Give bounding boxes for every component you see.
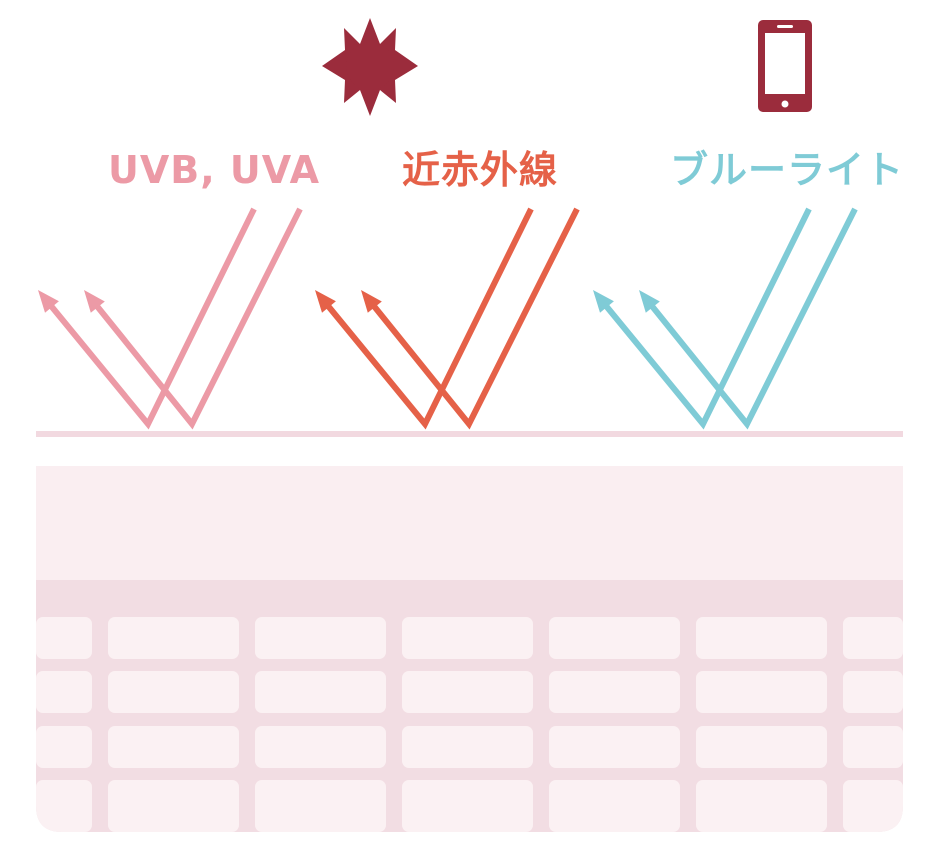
skin-cell — [255, 671, 386, 713]
skin-cell — [696, 617, 827, 659]
skin-cell — [549, 671, 680, 713]
uv-arrow-2 — [84, 207, 303, 430]
skin-surface-line — [36, 431, 903, 437]
near-infrared-arrow-2 — [361, 207, 580, 430]
uv-label: UVB, UVA — [108, 148, 320, 192]
blue-light-label: ブルーライト — [670, 148, 905, 192]
skin-cell — [36, 726, 92, 768]
near-infrared-label: 近赤外線 — [402, 148, 559, 192]
skin-cell — [402, 671, 533, 713]
skin-cell — [402, 726, 533, 768]
skin-cell — [402, 617, 533, 659]
blue-light-arrow-1 — [593, 207, 812, 430]
smartphone-icon — [758, 20, 812, 112]
uv-arrow-1 — [38, 207, 257, 430]
skin-cell — [696, 671, 827, 713]
skin-cell — [36, 671, 92, 713]
skin-cells — [36, 617, 903, 832]
skin-cell — [549, 617, 680, 659]
blue-light-arrow-2 — [639, 207, 858, 430]
reflection-arrows — [38, 207, 858, 430]
skin-cell — [108, 617, 239, 659]
skin-cell — [843, 671, 903, 713]
skin-cell — [549, 780, 680, 832]
skin-cell — [255, 726, 386, 768]
skin-cell — [549, 726, 680, 768]
skin-cell — [108, 671, 239, 713]
skin-cell — [255, 617, 386, 659]
near-infrared-arrow-1 — [315, 207, 534, 430]
skin-cell — [696, 726, 827, 768]
skin-cell — [843, 780, 903, 832]
skin-cell — [255, 780, 386, 832]
skin-cell — [36, 617, 92, 659]
skin-cell — [843, 617, 903, 659]
sun-icon — [322, 18, 418, 116]
skin-cell — [108, 726, 239, 768]
skin-cell — [696, 780, 827, 832]
skin-cell — [843, 726, 903, 768]
skin-cell — [36, 780, 92, 832]
skin-cell — [402, 780, 533, 832]
skin-cell — [108, 780, 239, 832]
